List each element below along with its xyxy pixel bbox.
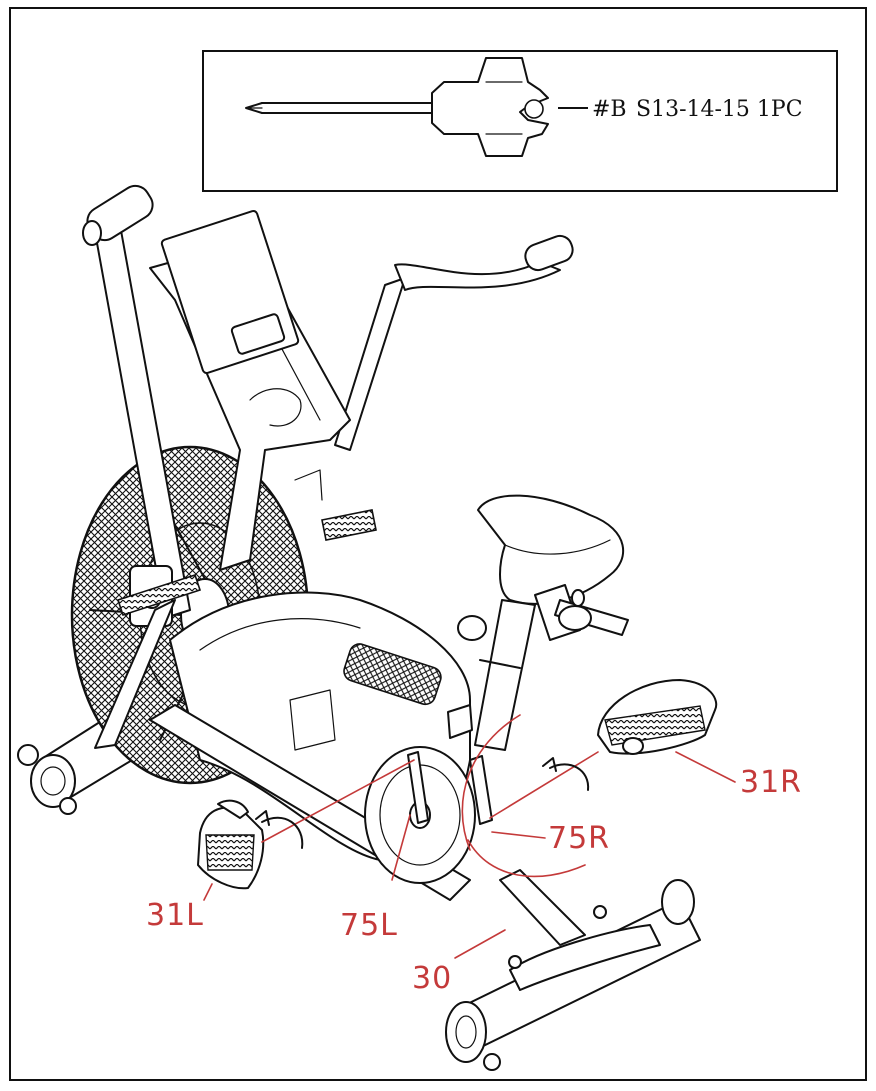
label-30: 30 bbox=[412, 961, 452, 996]
multi-tool-icon bbox=[245, 57, 549, 157]
crank-left-assembly-line bbox=[261, 759, 415, 843]
label-75l: 75L bbox=[340, 908, 398, 943]
seat-assembly bbox=[447, 494, 629, 751]
rotation-arrows bbox=[255, 757, 590, 849]
console-screen bbox=[160, 210, 300, 374]
rotate-arrow-right-icon bbox=[542, 757, 590, 791]
leader-30 bbox=[454, 929, 506, 959]
crank-right-assembly-line bbox=[489, 751, 599, 819]
callout-lines bbox=[203, 714, 736, 959]
pedal-left bbox=[197, 799, 265, 890]
tool-box: #B S13-14-15 1PC bbox=[202, 50, 838, 192]
page-border bbox=[9, 7, 867, 1081]
crank-arc-bottom bbox=[467, 839, 586, 878]
rotate-arrow-left-icon bbox=[255, 810, 304, 849]
leader-31r bbox=[675, 751, 736, 783]
leader-75l bbox=[391, 814, 411, 881]
label-31l: 31L bbox=[146, 898, 204, 933]
crank-disc bbox=[364, 746, 493, 884]
leader-31l bbox=[203, 883, 213, 901]
tool-spec: S13-14-15 1PC bbox=[636, 97, 803, 122]
label-31r: 31R bbox=[740, 765, 802, 800]
pedal-right bbox=[597, 679, 718, 755]
right-handle-arm bbox=[321, 234, 574, 541]
front-stabilizer bbox=[445, 879, 701, 1071]
air-bike-drawing bbox=[17, 184, 718, 1071]
left-handle-arm bbox=[82, 184, 202, 749]
crank-arc-top bbox=[461, 714, 521, 851]
label-75r: 75R bbox=[548, 821, 610, 856]
console-mast bbox=[149, 210, 351, 571]
tool-label: #B bbox=[592, 97, 627, 122]
leader-75r bbox=[491, 831, 546, 839]
